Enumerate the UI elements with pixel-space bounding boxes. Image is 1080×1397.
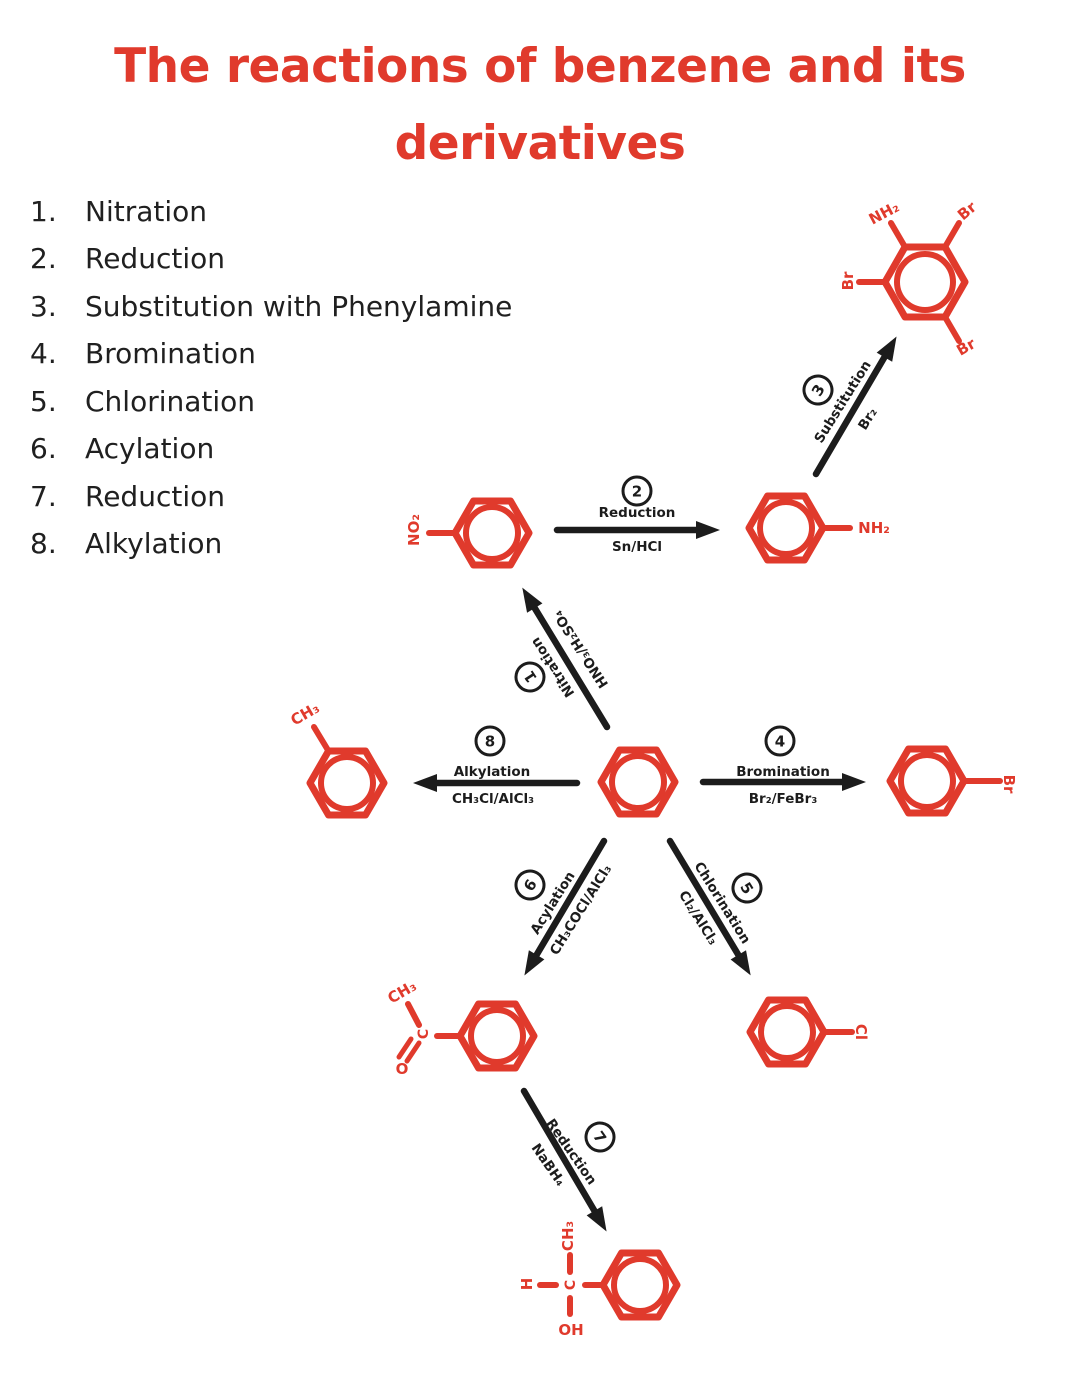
reaction-number-badge: 4 (764, 725, 796, 757)
br-label: Br (839, 271, 857, 291)
br-label: Br (1000, 774, 1018, 794)
title-line-2: derivatives (394, 116, 686, 171)
no2-label: NO₂ (405, 514, 423, 546)
phenylethanone-structure (396, 1000, 538, 1072)
reaction-reagent: Sn/HCl (611, 539, 663, 555)
arrow-substitution (812, 336, 897, 478)
arrow-nitration (522, 587, 611, 731)
list-item: 3. Substitution with Phenylamine (30, 289, 513, 323)
list-item-number: 8. (30, 527, 57, 560)
list-item-number: 6. (30, 432, 57, 465)
reaction-name: Alkylation (453, 764, 531, 780)
phenylethanol-structure (537, 1249, 681, 1321)
title-line-1: The reactions of benzene and its (114, 39, 966, 94)
list-item-number: 7. (30, 479, 57, 513)
oh-label: OH (558, 1321, 584, 1339)
arrow-reduction-7 (520, 1087, 607, 1232)
list-item-number: 1. (30, 194, 57, 228)
cl-label: Cl (852, 1023, 870, 1041)
list-item: 4. Bromination (30, 337, 512, 370)
list-item-label: Nitration (85, 194, 208, 228)
list-item-number: 5. (30, 384, 57, 418)
benzene-structure (597, 746, 679, 818)
list-item-label: Reduction (85, 242, 225, 275)
reaction-list: 1. Nitration 2. Reduction 3. Substitution w… (30, 194, 513, 576)
ch3-label: CH₃ (559, 1220, 577, 1252)
chlorobenzene-structure (746, 996, 855, 1068)
list-item-number: 2. (30, 242, 57, 275)
list-item: 5. Chlorination (30, 384, 512, 418)
list-item-label: Chlorination (85, 384, 256, 418)
list-item-label: Bromination (85, 337, 256, 370)
list-item-label: Substitution with Phenylamine (85, 289, 513, 323)
methylbenzene-structure (306, 724, 388, 819)
list-item: 6. Acylation (30, 432, 512, 465)
reaction-reagent: Br₂/FeBr₃ (748, 791, 818, 807)
page-title: The reactions of benzene and its derivat… (0, 28, 1080, 182)
nitrobenzene-structure (426, 497, 533, 569)
reaction-name: Reduction (598, 505, 676, 521)
list-item: 1. Nitration (30, 194, 512, 228)
list-item: 7. Reduction (30, 479, 512, 513)
list-item-label: Acylation (85, 432, 215, 465)
reaction-arrows (413, 336, 897, 1232)
list-item-label: Reduction (85, 479, 225, 513)
oxygen-label: O (395, 1060, 409, 1078)
hydrogen-label: H (518, 1277, 536, 1291)
tribromophenylamine-structure (856, 220, 969, 344)
bromobenzene-structure (886, 745, 1003, 817)
list-item: 8. Alkylation (30, 527, 512, 560)
reaction-number-badge: 8 (474, 725, 506, 757)
phenylamine-structure (745, 492, 853, 564)
reaction-reagent: CH₃Cl/AlCl₃ (451, 791, 535, 807)
list-item: 2. Reduction (30, 242, 512, 275)
list-item-label: Alkylation (85, 527, 223, 560)
carbon-label: C (416, 1028, 432, 1040)
list-item-number: 4. (30, 337, 57, 370)
list-item-number: 3. (30, 289, 57, 323)
reaction-number-badge: 2 (621, 475, 653, 507)
nh2-label: NH₂ (858, 519, 890, 537)
reaction-name: Bromination (736, 764, 830, 780)
carbon-label: C (563, 1279, 579, 1291)
arrow-chlorination (666, 837, 751, 976)
arrow-acylation (524, 837, 608, 976)
